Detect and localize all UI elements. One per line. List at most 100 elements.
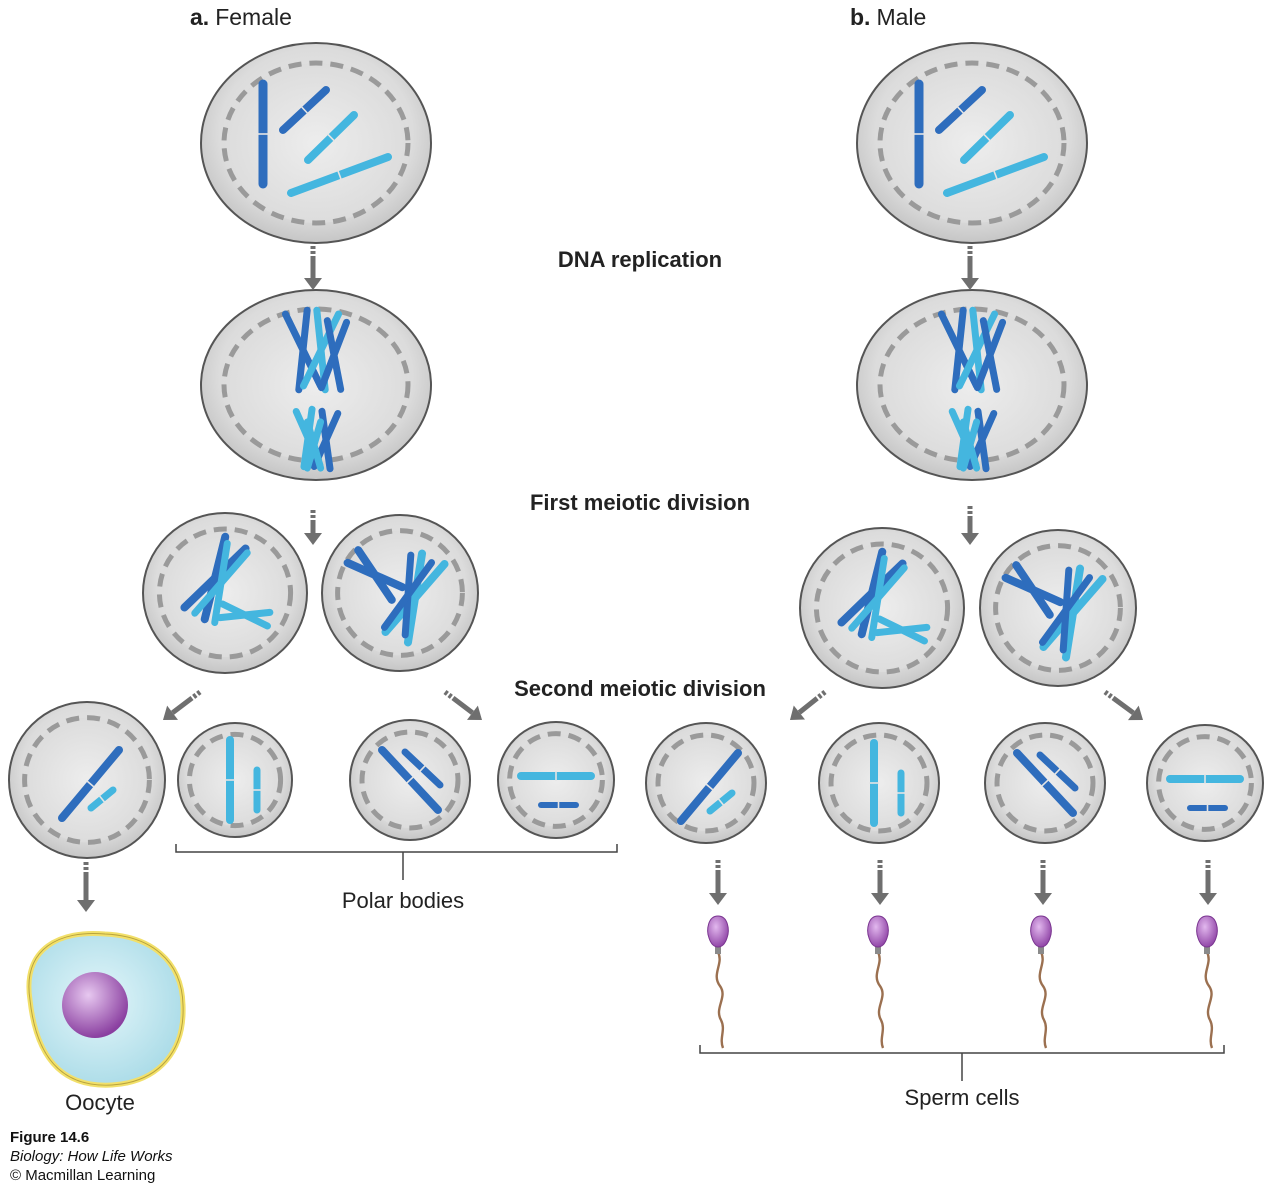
flow-arrow xyxy=(1103,689,1143,721)
sperm-cell xyxy=(1030,915,1052,1049)
label-polar-bodies: Polar bodies xyxy=(341,888,465,913)
cell-replicated xyxy=(856,289,1088,481)
stage-second-meiotic-division: Second meiotic division xyxy=(514,676,766,701)
chromatid xyxy=(295,306,311,394)
sperm-tail xyxy=(715,951,725,1049)
chromatid xyxy=(300,405,316,471)
centromere xyxy=(98,795,106,803)
chromatid xyxy=(956,405,972,471)
caption-book-title: Biology: How Life Works xyxy=(10,1148,173,1165)
arrows-layer xyxy=(77,246,1217,912)
arrow-head xyxy=(163,705,178,720)
arrow-shaft xyxy=(443,690,474,715)
nuclear-envelope xyxy=(221,60,411,226)
sperm-midpiece xyxy=(1038,946,1044,954)
sperm-head xyxy=(1196,915,1218,948)
chromatid xyxy=(951,306,967,394)
polar-bodies-bracket xyxy=(175,844,618,880)
centromere xyxy=(405,776,415,784)
arrow-head xyxy=(77,900,95,912)
flow-arrow xyxy=(871,860,889,905)
label-sperm-cells: Sperm cells xyxy=(904,1085,1020,1110)
chromatid xyxy=(317,318,351,392)
chromatid xyxy=(876,615,928,645)
cell-spermatid xyxy=(645,722,767,844)
centromere xyxy=(337,170,342,180)
caption-publisher: © Macmillan Learning xyxy=(10,1167,156,1184)
chromatid xyxy=(959,418,981,472)
centromere xyxy=(327,133,335,142)
centromere xyxy=(717,798,725,806)
sperm-tail xyxy=(1038,951,1048,1049)
cell-spermatid xyxy=(1146,724,1264,842)
arrow-head xyxy=(1128,705,1143,721)
flow-arrow xyxy=(304,246,322,290)
cell-spermatid xyxy=(818,722,940,844)
centromere xyxy=(956,105,965,115)
brackets-layer xyxy=(175,844,1225,1081)
cell-first-division xyxy=(142,512,308,674)
cell-first-division xyxy=(321,514,479,672)
arrow-head xyxy=(709,893,727,905)
arrow-shaft xyxy=(797,690,827,715)
chromatid xyxy=(219,600,271,630)
cells-layer xyxy=(8,42,1264,859)
bracket-line xyxy=(175,844,618,853)
chromatid xyxy=(955,310,999,390)
arrow-head xyxy=(1199,893,1217,905)
chromatid xyxy=(848,564,908,632)
cell-replicated xyxy=(200,289,432,481)
centromere xyxy=(1040,779,1050,787)
cell-initial xyxy=(856,42,1088,244)
oocyte-nucleus xyxy=(62,972,128,1038)
centromere xyxy=(300,105,309,115)
cell-polar-body xyxy=(349,719,471,841)
arrow-head xyxy=(467,705,482,720)
arrow-head xyxy=(304,278,322,290)
arrow-head xyxy=(961,533,979,545)
label-oocyte: Oocyte xyxy=(65,1090,135,1115)
cell-polar-body xyxy=(177,722,293,838)
oocyte-cell xyxy=(26,930,186,1088)
stage-first-meiotic-division: First meiotic division xyxy=(529,490,751,515)
chromatid xyxy=(191,549,251,617)
cell-second-division-oocyte xyxy=(8,701,166,859)
arrow-head xyxy=(871,893,889,905)
chromatid xyxy=(299,310,343,390)
flow-arrow xyxy=(961,506,979,545)
bracket-line xyxy=(699,1045,1225,1054)
arrow-head xyxy=(1034,893,1052,905)
panel-title-male: b.Male xyxy=(850,4,927,30)
sperm-head xyxy=(867,915,889,948)
sperm-head xyxy=(707,915,729,948)
arrow-head xyxy=(304,533,322,545)
arrow-shaft xyxy=(1103,689,1135,715)
sperm-midpiece xyxy=(875,946,881,954)
chromatid xyxy=(1039,575,1107,651)
chromatid xyxy=(380,559,436,631)
flow-arrow xyxy=(961,246,979,290)
sperm-tail xyxy=(875,951,885,1049)
cell-polar-body xyxy=(497,721,615,839)
cell-spermatid xyxy=(984,722,1106,844)
cell-first-division xyxy=(979,529,1137,687)
flow-arrow xyxy=(77,862,95,912)
sperm-midpiece xyxy=(715,946,721,954)
flow-arrow xyxy=(1199,860,1217,905)
chromatid xyxy=(973,318,1007,392)
flow-arrow xyxy=(709,860,727,905)
nuclear-envelope xyxy=(877,60,1067,226)
sperm-cell xyxy=(867,915,889,1049)
cell-initial xyxy=(200,42,432,244)
chromatid xyxy=(837,559,907,627)
chromatid xyxy=(180,544,250,612)
cell-first-division xyxy=(799,527,965,689)
centromere xyxy=(993,170,998,180)
stage-dna-replication: DNA replication xyxy=(557,247,723,272)
sperm-cell xyxy=(1196,915,1218,1049)
centromere xyxy=(705,783,714,791)
nuclear-envelope xyxy=(186,731,284,829)
flow-arrow xyxy=(163,690,202,720)
chromatid xyxy=(1038,574,1094,646)
